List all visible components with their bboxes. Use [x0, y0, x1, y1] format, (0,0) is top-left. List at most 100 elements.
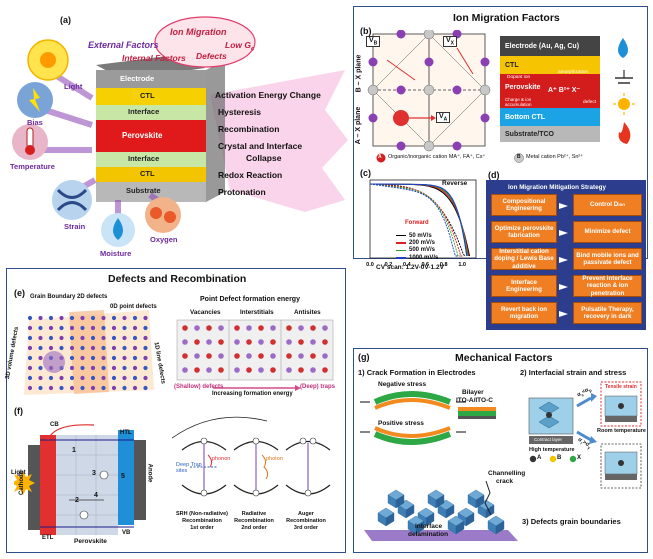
legend-b-text: Metal cation Pb²⁺, Sn²⁺ [526, 154, 584, 160]
lattice-atom [143, 375, 148, 381]
vacancy-a-box: VA [436, 112, 451, 124]
lattice-atom [27, 325, 33, 331]
lattice-atom [48, 345, 54, 351]
lattice-atom [80, 365, 85, 371]
effect-protonation: Protonation [218, 187, 266, 197]
crack-formation-title: 1) Crack Formation in Electrodes [358, 368, 476, 377]
contract-layer-label: Contract layer [534, 437, 563, 442]
jv-xtick-5: 1.0 [458, 262, 466, 268]
layer-substrate: Substrate [126, 186, 161, 195]
b-legend-markers [376, 153, 524, 163]
lattice-atom [90, 385, 96, 391]
lattice-atom [132, 335, 138, 341]
lattice-atom [69, 355, 75, 361]
pd-atom [194, 339, 200, 345]
pd-atom [246, 339, 252, 345]
legend-atom-b: B [557, 455, 562, 461]
lattice-atom [101, 325, 106, 331]
lattice-atom [132, 365, 138, 371]
lattice-atom [69, 375, 75, 381]
pd-atom [322, 325, 328, 331]
pd-atom [246, 353, 252, 359]
pd-atom [286, 367, 292, 373]
pd-atom [206, 353, 212, 359]
pd-atom [322, 367, 328, 373]
lattice-atom [111, 375, 117, 381]
strategy-right-4: Pulsatile Therapy, recovery in dark [573, 302, 642, 324]
panel-g-label: (g) [358, 352, 370, 362]
lattice-atom [143, 355, 148, 361]
axis-ax-label: A – X plane [355, 106, 363, 145]
band-light-label: Light [11, 470, 26, 476]
pd-atom [182, 353, 188, 359]
b-layer-ctl: CTL [500, 56, 600, 74]
point-defects-label: 0D point defects [110, 304, 157, 310]
factor-bias: Bias [27, 118, 43, 127]
bilayer-stack-label: ITO-A/ITO-C [456, 397, 493, 404]
panel-a-graphic [12, 16, 348, 247]
pd-atom [270, 325, 276, 331]
device-stack [96, 55, 225, 202]
strategy-left-3: Interface Engineering [491, 275, 557, 297]
lattice-atom [143, 345, 148, 351]
charge-accum-label: Charge & ion [505, 97, 532, 102]
legend-a-symbol: A [378, 154, 382, 160]
lattice-atom [132, 325, 138, 331]
panel-d-label: (d) [488, 170, 500, 180]
lattice-atom [90, 375, 96, 381]
band-num-1: 1 [72, 447, 76, 454]
lattice-atom [111, 335, 117, 341]
factor-moisture: Moisture [100, 249, 132, 258]
pd-atom [194, 353, 200, 359]
crystal-defects-graphic [24, 310, 154, 395]
strategy-right-3: Prevent interface reaction & ion penetra… [573, 275, 642, 297]
sun-icon [618, 98, 630, 110]
factor-strain: Strain [64, 222, 86, 231]
lattice-atom [101, 315, 106, 321]
pd-atom [322, 353, 328, 359]
lattice-atom [48, 315, 54, 321]
legend-b-symbol: B [517, 154, 521, 160]
lattice-atom [90, 325, 96, 331]
recomb-order: 1st order [190, 524, 214, 531]
layer-perovskite: Perovskite [122, 131, 163, 140]
bilayer-stack [458, 407, 496, 419]
lattice-atom [90, 345, 96, 351]
strategy-arrow-1 [559, 230, 568, 236]
lattice-atom [101, 375, 106, 381]
pd-atom [286, 339, 292, 345]
pd-atom [218, 339, 224, 345]
lattice-atom [38, 355, 43, 361]
legend-a-text: Organic/inorganic cation MA⁺, FA⁺, Cs⁺ [388, 154, 486, 160]
recomb-name2: Recombination [234, 517, 274, 524]
delam-cube-right [405, 504, 415, 519]
lattice-atom [48, 335, 54, 341]
pd-atom [258, 367, 264, 373]
ion-migration-label: Ion Migration [170, 27, 227, 37]
ion-migration-ellipse [154, 16, 256, 68]
delam-cube-right [495, 520, 505, 535]
light-sun-icon [14, 471, 35, 495]
oxygen-icon [145, 197, 181, 233]
pd-atom [310, 353, 316, 359]
pd-atom [310, 367, 316, 373]
panel-a-label: (a) [60, 15, 71, 25]
pd-atom [182, 325, 188, 331]
pd-atom [258, 325, 264, 331]
pd-atom [298, 339, 304, 345]
pd-atom [206, 339, 212, 345]
lattice-diagram [367, 30, 491, 152]
jv-curve-rev-3 [370, 183, 468, 257]
lattice-atom [111, 315, 117, 321]
band-num-3: 3 [92, 470, 96, 477]
lattice-atom [111, 355, 117, 361]
band-num-5: 5 [121, 473, 125, 480]
b-side-icons [613, 38, 635, 144]
lattice-atom [27, 355, 33, 361]
effects-burst [210, 70, 348, 212]
jv-reverse-label: Reverse [442, 180, 468, 187]
lattice-atom [143, 385, 148, 391]
photon-label: photon [266, 456, 283, 462]
